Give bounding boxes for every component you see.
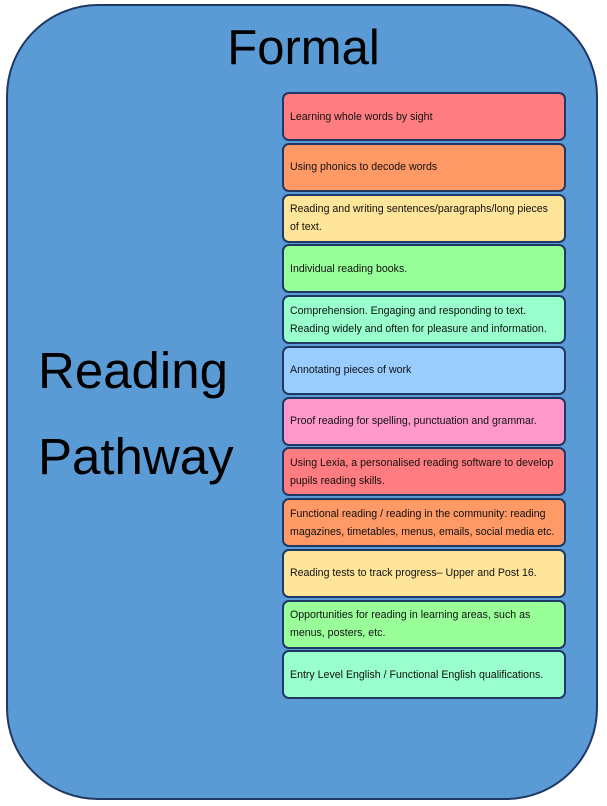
step-text: Reading tests to track progress– Upper a… <box>290 567 537 580</box>
side-title-line-1: Reading <box>38 342 228 399</box>
step-text: Functional reading / reading in the comm… <box>290 507 555 538</box>
step-text: Annotating pieces of work <box>290 364 412 377</box>
step-text: Using phonics to decode words <box>290 161 438 174</box>
step-text: Comprehension. Engaging and responding t… <box>290 304 547 335</box>
pathway-step: Using Lexia, a personalised reading soft… <box>282 447 566 497</box>
step-text: Learning whole words by sight <box>290 110 433 123</box>
pathway-step: Proof reading for spelling, punctuation … <box>282 396 566 446</box>
step-text: Individual reading books. <box>290 262 408 275</box>
pathway-step: Comprehension. Engaging and responding t… <box>282 295 566 344</box>
pathway-step: Learning whole words by sight <box>282 92 566 141</box>
pathway-step: Reading tests to track progress– Upper a… <box>282 548 566 598</box>
step-text: Opportunities for reading in learning ar… <box>290 609 531 639</box>
pathway-step: Opportunities for reading in learning ar… <box>282 599 566 649</box>
pathway-step: Using phonics to decode words <box>282 142 566 192</box>
pathway-step: Reading and writing sentences/paragraphs… <box>282 193 566 243</box>
pathway-step: Functional reading / reading in the comm… <box>282 498 566 547</box>
step-text: Proof reading for spelling, punctuation … <box>290 415 537 427</box>
side-title: Reading Pathway <box>38 328 278 500</box>
pathway-step: Annotating pieces of work <box>282 345 566 395</box>
pathway-step: Individual reading books. <box>282 244 566 294</box>
step-text: Reading and writing sentences/paragraphs… <box>290 203 548 233</box>
step-text: Using Lexia, a personalised reading soft… <box>290 456 554 487</box>
pathway-step: Entry Level English / Functional English… <box>282 650 566 700</box>
pathway-steps: Learning whole words by sight Using phon… <box>282 92 566 701</box>
page-title: Formal <box>227 21 380 75</box>
side-title-line-2: Pathway <box>38 428 234 485</box>
step-text: Entry Level English / Functional English… <box>290 668 544 681</box>
